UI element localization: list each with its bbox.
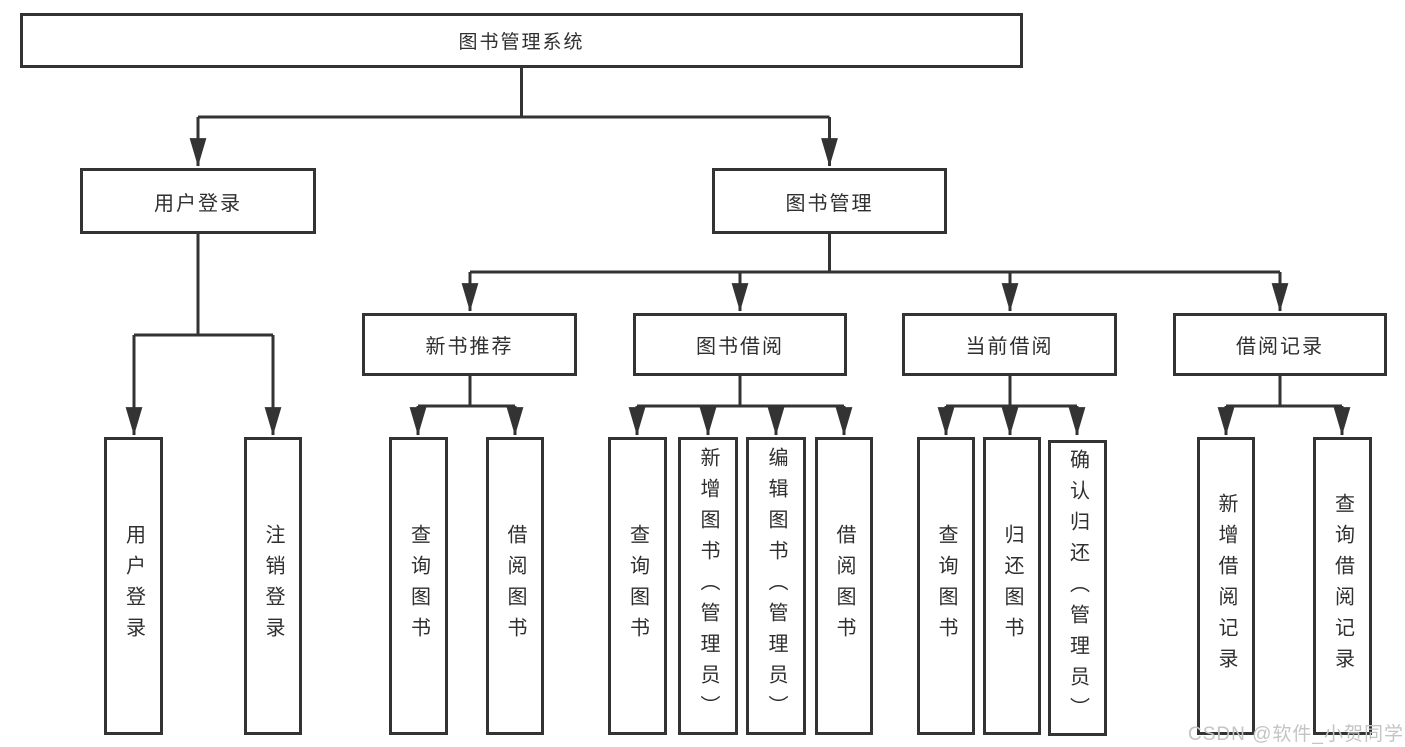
connector-current-borrow-children [937, 376, 1086, 436]
connector-new-book-recommend-children [409, 376, 524, 436]
node-borrow-records: 借阅记录 [1173, 313, 1387, 376]
leaf-add-books-admin: 新增图书（管理员） [678, 437, 738, 735]
connector-user-login-children [125, 234, 282, 436]
connector-book-management-children [461, 234, 1289, 312]
leaf-query-books-borrow: 查询图书 [608, 437, 667, 735]
leaf-query-borrow-record: 查询借阅记录 [1313, 437, 1372, 735]
csdn-watermark: CSDN @软件_小贺同学 [1188, 724, 1404, 745]
node-label: 查询图书 [935, 524, 957, 648]
leaf-user-login: 用户登录 [104, 437, 163, 735]
node-label: 归还图书 [1001, 524, 1023, 648]
node-label: 用户登录 [122, 524, 145, 648]
node-label: 借阅图书 [504, 524, 526, 648]
connector-borrow-records-children [1217, 376, 1351, 436]
node-label: 新增借阅记录 [1215, 493, 1237, 679]
node-user-login: 用户登录 [80, 168, 316, 234]
node-label: 确认归还（管理员） [1066, 448, 1089, 728]
leaf-edit-books-admin: 编辑图书（管理员） [746, 437, 806, 735]
node-book-management: 图书管理 [712, 168, 947, 234]
node-book-borrow: 图书借阅 [633, 313, 847, 376]
node-label: 借阅记录 [1236, 336, 1324, 358]
node-label: 新书推荐 [425, 336, 514, 358]
leaf-query-books-recommend: 查询图书 [389, 437, 448, 735]
leaf-add-borrow-record: 新增借阅记录 [1197, 437, 1255, 735]
node-label: 查询图书 [407, 524, 430, 648]
node-label: 借阅图书 [833, 524, 855, 648]
node-label: 图书管理系统 [458, 32, 585, 53]
connector-root-to-level2 [189, 68, 838, 167]
node-label: 图书管理 [785, 192, 874, 215]
node-label: 注销登录 [262, 524, 284, 648]
leaf-return-books: 归还图书 [983, 437, 1041, 735]
node-current-borrow: 当前借阅 [902, 313, 1117, 376]
node-label: 当前借阅 [965, 336, 1054, 358]
node-library-management-system: 图书管理系统 [20, 13, 1023, 68]
node-label: 新增图书（管理员） [697, 446, 719, 726]
node-label: 查询图书 [626, 524, 649, 648]
node-label: 编辑图书（管理员） [765, 446, 787, 726]
connector-book-borrow-children [628, 376, 853, 436]
node-new-book-recommend: 新书推荐 [362, 313, 577, 376]
node-label: 图书借阅 [696, 336, 784, 358]
node-label: 查询借阅记录 [1331, 493, 1354, 679]
leaf-confirm-return-admin: 确认归还（管理员） [1048, 440, 1107, 736]
leaf-logout: 注销登录 [244, 437, 302, 735]
leaf-query-books-current: 查询图书 [917, 437, 975, 735]
node-label: 用户登录 [154, 192, 242, 215]
leaf-borrow-books: 借阅图书 [815, 437, 873, 735]
leaf-borrow-books-recommend: 借阅图书 [486, 437, 544, 735]
